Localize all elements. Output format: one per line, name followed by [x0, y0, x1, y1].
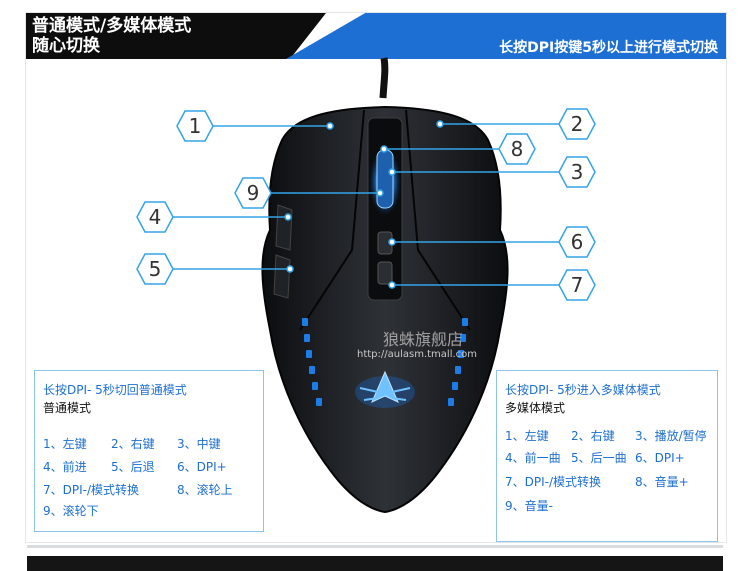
multimedia-item-5: 5、后一曲	[571, 451, 627, 465]
panel-multimedia-title: 长按DPI- 5秒进入多媒体模式	[505, 383, 661, 397]
side-button-forward	[275, 204, 293, 251]
leader-lines	[172, 123, 560, 286]
normal-item-9: 9、滚轮下	[43, 504, 99, 518]
mouse-body	[261, 105, 509, 514]
multimedia-item-8: 8、音量+	[635, 475, 689, 489]
multimedia-item-4: 4、前一曲	[505, 451, 561, 465]
callout-5: 5	[136, 253, 174, 285]
callout-1: 1	[176, 110, 214, 142]
header-title-line2: 随心切换	[32, 36, 100, 56]
callout-4-label: 4	[148, 205, 162, 229]
multimedia-item-3: 3、播放/暂停	[635, 429, 707, 443]
callout-7: 7	[558, 269, 596, 301]
left-button-seam	[299, 109, 365, 331]
panel-multimedia-mode: 长按DPI- 5秒进入多媒体模式 多媒体模式 1、左键 2、右键 3、播放/暂停…	[496, 370, 718, 542]
spider-logo	[355, 370, 415, 408]
url-watermark: http://aulasm.tmall.com	[357, 349, 478, 360]
multimedia-item-2: 2、右键	[571, 429, 615, 443]
header-title-line1: 普通模式/多媒体模式	[32, 16, 192, 36]
callout-4: 4	[136, 201, 174, 233]
callout-8-label: 8	[510, 137, 524, 161]
header-instruction: 长按DPI按键5秒以上进行模式切换	[499, 40, 718, 56]
normal-item-1: 1、左键	[43, 437, 87, 451]
normal-item-8: 8、滚轮上	[177, 483, 233, 497]
led-strips-right	[448, 318, 468, 406]
led-strips-left	[302, 318, 322, 406]
next-section-header-strip	[27, 556, 723, 571]
normal-item-2: 2、右键	[111, 437, 155, 451]
dpi-minus-button	[377, 261, 393, 285]
callout-6-label: 6	[570, 230, 584, 254]
multimedia-item-7: 7、DPI-/模式转换	[505, 475, 602, 489]
mouse-cable	[379, 57, 389, 99]
header-black-band	[26, 13, 326, 59]
multimedia-item-9: 9、音量-	[505, 499, 553, 513]
panel-normal-mode: 长按DPI- 5秒切回普通模式 普通模式 1、左键 2、右键 3、中键 4、前进…	[34, 370, 264, 532]
callout-5-label: 5	[148, 257, 162, 281]
panel-multimedia-subtitle: 多媒体模式	[505, 401, 566, 415]
normal-item-7: 7、DPI-/模式转换	[43, 483, 140, 497]
normal-item-5: 5、后退	[111, 460, 155, 474]
normal-item-3: 3、中键	[177, 437, 221, 451]
normal-item-4: 4、前进	[43, 460, 87, 474]
callout-2: 2	[558, 108, 596, 140]
panel-normal-title: 长按DPI- 5秒切回普通模式	[43, 383, 187, 397]
multimedia-item-1: 1、左键	[505, 429, 549, 443]
side-button-back	[273, 254, 291, 299]
normal-item-6: 6、DPI+	[177, 460, 227, 474]
multimedia-item-6: 6、DPI+	[635, 451, 685, 465]
shop-watermark: 狼蛛旗舰店	[383, 330, 464, 349]
callout-9: 9	[234, 177, 272, 209]
header-title: 普通模式/多媒体模式 随心切换	[32, 16, 191, 56]
callout-1-label: 1	[188, 114, 202, 138]
callout-7-label: 7	[570, 273, 584, 297]
bottom-divider	[27, 545, 723, 548]
callout-6: 6	[558, 226, 596, 258]
callout-8: 8	[498, 133, 536, 165]
header-blue-band	[286, 13, 726, 59]
right-button-seam	[405, 109, 471, 331]
callout-3: 3	[558, 156, 596, 188]
callout-2-label: 2	[570, 112, 584, 136]
leader-dots	[284, 120, 444, 289]
scroll-wheel	[376, 149, 394, 209]
callout-3-label: 3	[570, 160, 584, 184]
panel-normal-subtitle: 普通模式	[43, 401, 92, 415]
callout-9-label: 9	[246, 181, 260, 205]
